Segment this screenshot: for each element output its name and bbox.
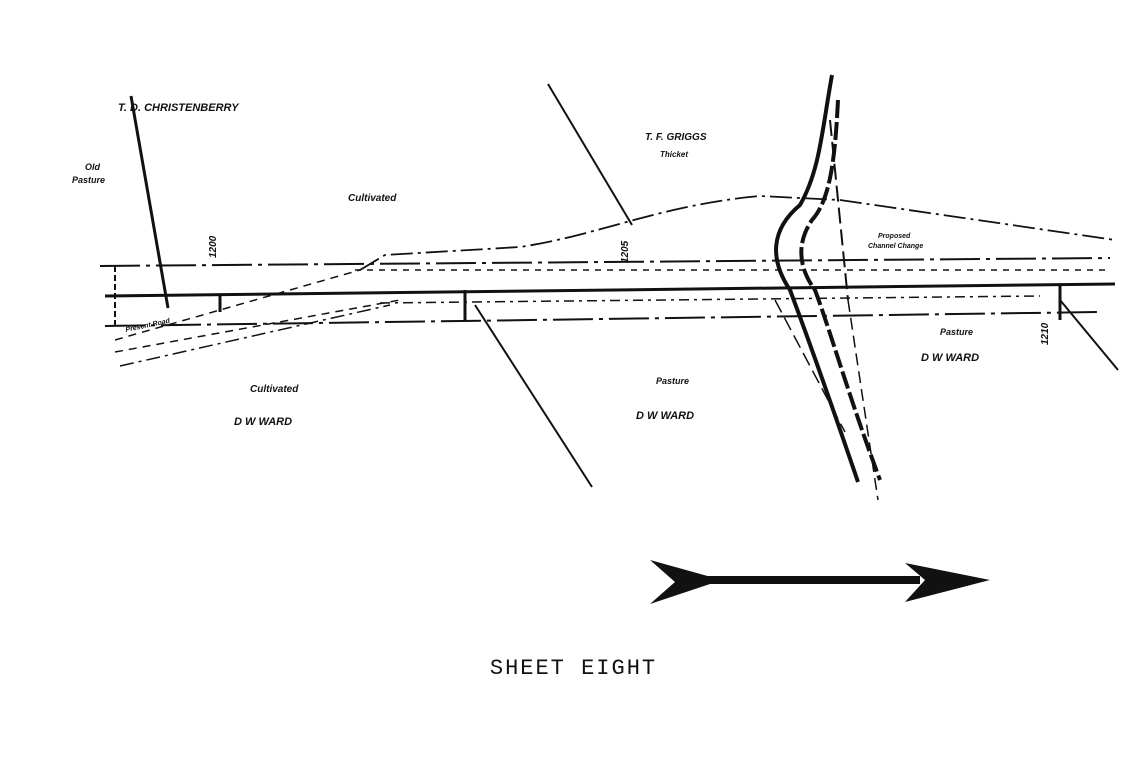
station-1200: 1200 — [208, 235, 219, 258]
land-pasture-old: Pasture — [72, 175, 105, 185]
owner-ward-left: D W WARD — [234, 416, 292, 428]
land-pasture-right: Pasture — [940, 327, 973, 337]
label-proposed: Proposed — [878, 233, 911, 240]
land-cultivated-top: Cultivated — [348, 193, 397, 204]
owner-christenberry: T. D. CHRISTENBERRY — [118, 102, 240, 114]
property-line-ward — [474, 304, 593, 488]
sheet-title: SHEET EIGHT — [489, 656, 658, 681]
owner-griggs: T. F. GRIGGS — [645, 132, 707, 143]
creek — [774, 74, 860, 483]
land-pasture-center: Pasture — [656, 376, 689, 386]
owner-ward-center: D W WARD — [636, 410, 694, 422]
label-channel-change: Channel Change — [868, 243, 923, 250]
land-cultivated-bottom: Cultivated — [250, 384, 299, 395]
centerline — [104, 282, 1116, 298]
present-road-line — [114, 269, 361, 341]
direction-arrow-icon — [650, 560, 990, 604]
station-1205: 1205 — [620, 240, 631, 263]
land-thicket: Thicket — [660, 150, 688, 159]
row-bottom — [104, 311, 1101, 327]
proposed-channel-line — [829, 119, 849, 301]
station-1210: 1210 — [1040, 322, 1051, 345]
owner-ward-right: D W WARD — [921, 352, 979, 364]
property-line-griggs — [547, 83, 633, 226]
row-top — [99, 257, 1111, 267]
land-old: Old — [85, 162, 101, 172]
label-present-road: Present Road — [125, 318, 171, 334]
proposed-alignment — [359, 195, 1116, 271]
property-line-christenberry — [129, 95, 170, 309]
